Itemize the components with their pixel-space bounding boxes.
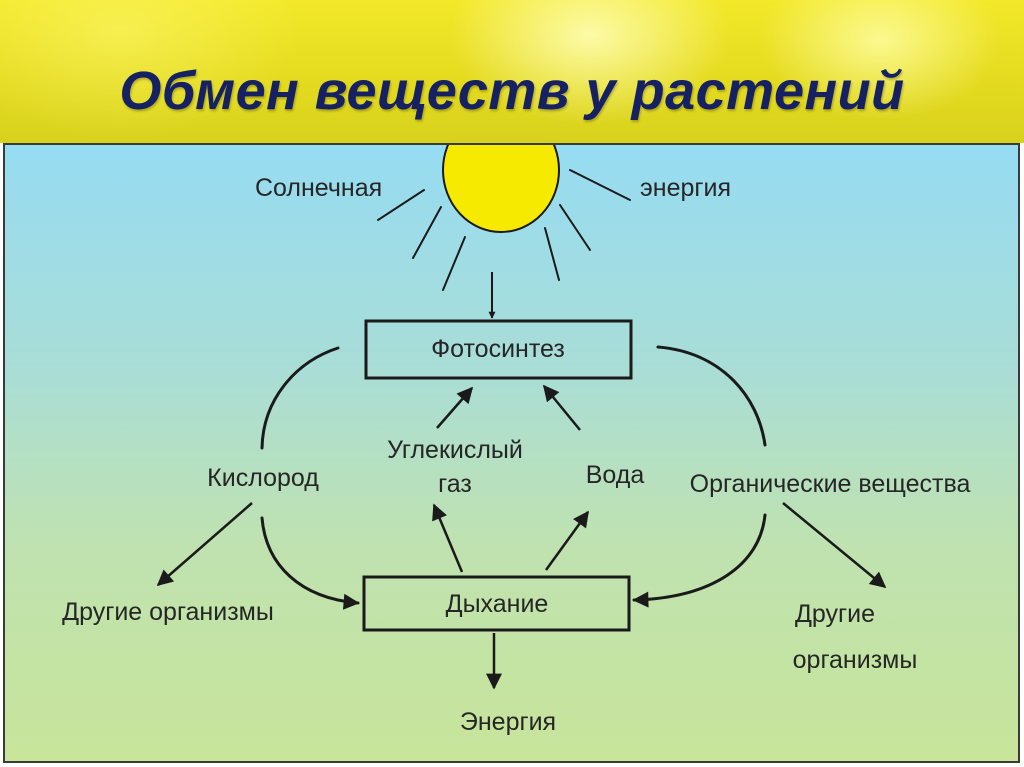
sun-ray xyxy=(559,204,591,251)
photosynthesis-to-organic-curve xyxy=(656,345,767,447)
organic-substances-label: Органические вещества xyxy=(690,470,971,498)
diagram-panel xyxy=(3,143,1020,763)
oxygen-label: Кислород xyxy=(207,464,319,492)
sun-ray xyxy=(569,169,631,201)
respiration-to-co2-arrow xyxy=(432,503,464,573)
other-organisms-right-line2: организмы xyxy=(793,646,918,674)
respiration-label: Дыхание xyxy=(446,590,549,618)
sun-ray xyxy=(544,227,560,281)
oxygen-to-respiration-arrow xyxy=(260,516,360,610)
respiration-to-water-arrow xyxy=(544,510,590,571)
water-to-photosynthesis-arrow xyxy=(542,384,581,431)
organic-to-respiration-arrow xyxy=(632,513,767,608)
sun-ray xyxy=(377,189,425,221)
sun-rays xyxy=(377,169,631,291)
other-organisms-right-line1: Другие xyxy=(795,600,875,628)
photosynthesis-box xyxy=(364,319,633,380)
energy-label-bottom: Энергия xyxy=(460,708,556,736)
sun-icon xyxy=(442,145,560,233)
energy-label-top: энергия xyxy=(640,174,731,202)
oxygen-to-other-organisms-arrow xyxy=(156,502,253,587)
organic-to-other-organisms-arrow xyxy=(782,502,887,589)
sun-ray xyxy=(412,206,442,259)
solar-label: Солнечная xyxy=(255,174,382,202)
co2-label-line1: Углекислый xyxy=(387,436,523,464)
co2-label-line2: газ xyxy=(438,470,472,498)
page-title: Обмен веществ у растений xyxy=(119,61,905,121)
photosynthesis-to-oxygen-curve xyxy=(260,346,340,450)
header-banner: Обмен веществ у растений xyxy=(0,0,1024,143)
respiration-box xyxy=(362,575,631,632)
sun-ray xyxy=(442,236,466,291)
water-label: Вода xyxy=(586,461,645,489)
other-organisms-left-label: Другие организмы xyxy=(62,598,274,626)
co2-to-photosynthesis-arrow xyxy=(436,386,474,429)
photosynthesis-label: Фотосинтез xyxy=(431,335,565,363)
